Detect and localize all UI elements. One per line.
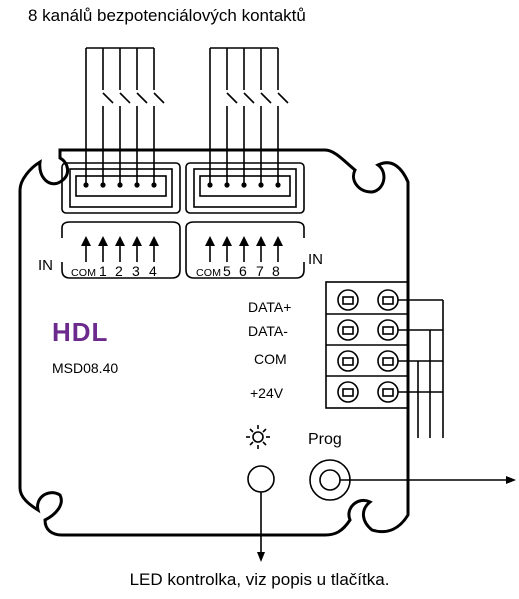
channel-label-1: 1 [99, 263, 107, 279]
bus-label-24v: +24V [250, 385, 284, 401]
channel-label-7: 7 [256, 263, 264, 279]
bus-wires [398, 299, 444, 438]
channel-label-3: 3 [132, 263, 140, 279]
bus-label-data-minus: DATA- [248, 323, 288, 339]
terminal-dots [83, 182, 281, 188]
channel-label-4: 4 [149, 263, 157, 279]
channel-label-5: 5 [223, 263, 231, 279]
led-indicator [247, 465, 275, 493]
channel-label-com-right: COM [196, 268, 221, 279]
channel-label-6: 6 [239, 263, 247, 279]
input-bracket-right [185, 221, 305, 279]
prog-label: Prog [308, 431, 342, 448]
input-arrows-right [205, 236, 283, 262]
brand-logo: HDL [52, 317, 108, 347]
bottom-caption: LED kontrolka, viz popis u tlačítka. [129, 570, 390, 589]
top-caption: 8 kanálů bezpotenciálových kontaktů [28, 6, 306, 25]
in-label-right: IN [308, 251, 323, 268]
channel-label-com-left: COM [71, 268, 96, 279]
device-body-outline [18, 148, 410, 537]
bus-connector [325, 281, 409, 409]
led-pointer-arrow [257, 552, 265, 562]
terminal-block-left [61, 162, 181, 214]
contact-wires-left [85, 47, 165, 185]
terminal-block-right [185, 162, 305, 214]
prog-pointer-arrow [506, 476, 516, 484]
input-arrows-left [81, 236, 159, 262]
bus-label-com: COM [254, 351, 287, 367]
channel-label-8: 8 [272, 263, 280, 279]
sun-icon [246, 425, 270, 449]
channel-label-2: 2 [115, 263, 123, 279]
bus-label-data-plus: DATA+ [248, 299, 291, 315]
contact-wires-right [209, 47, 289, 185]
model-label: MSD08.40 [52, 360, 118, 376]
in-label-left: IN [38, 257, 53, 274]
input-bracket-left [61, 221, 181, 279]
